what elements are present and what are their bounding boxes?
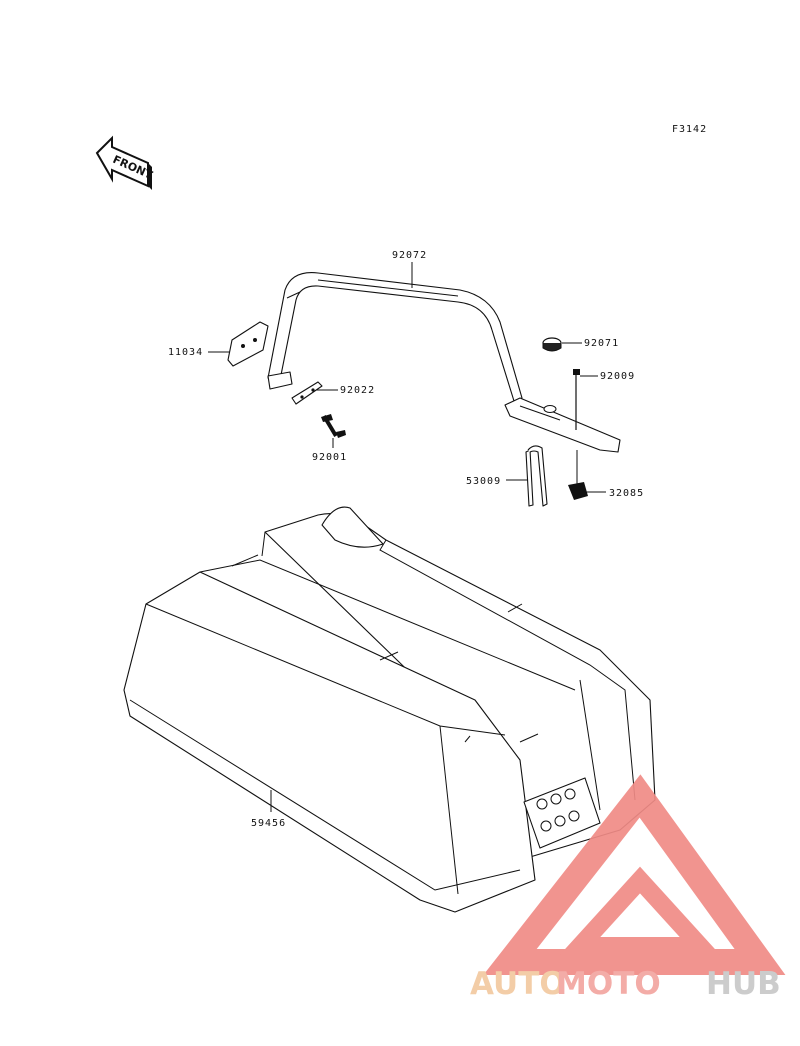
figure-code: F3142 — [672, 124, 707, 135]
pad-11034 — [227, 321, 269, 367]
watermark-text-moto: MOTO — [556, 966, 661, 1002]
part-label-59456: 59456 — [251, 818, 286, 829]
part-label-11034: 11034 — [168, 347, 203, 358]
grommet-92071 — [542, 337, 562, 352]
part-label-53009: 53009 — [466, 476, 501, 487]
watermark-text-auto: AUTO — [470, 966, 566, 1002]
front-arrow-icon: FRONT — [95, 135, 155, 190]
screw-92009 — [573, 369, 580, 430]
part-label-92009: 92009 — [600, 371, 635, 382]
part-label-92071: 92071 — [584, 338, 619, 349]
watermark-logo: AUTO MOTO HUB — [470, 774, 786, 1002]
cap-32085 — [568, 450, 588, 500]
part-label-92022: 92022 — [340, 385, 375, 396]
tool-53009 — [525, 445, 548, 507]
plate-92022 — [291, 381, 323, 405]
watermark-triangle-icon — [483, 774, 786, 975]
trunk-case — [123, 506, 656, 913]
part-label-92072: 92072 — [392, 250, 427, 261]
part-label-92001: 92001 — [312, 452, 347, 463]
part-label-32085: 32085 — [609, 488, 644, 499]
leader-lines — [208, 262, 606, 812]
bolt-92001 — [321, 414, 346, 438]
watermark-text-hub: HUB — [706, 966, 781, 1002]
grab-bar — [267, 272, 621, 453]
